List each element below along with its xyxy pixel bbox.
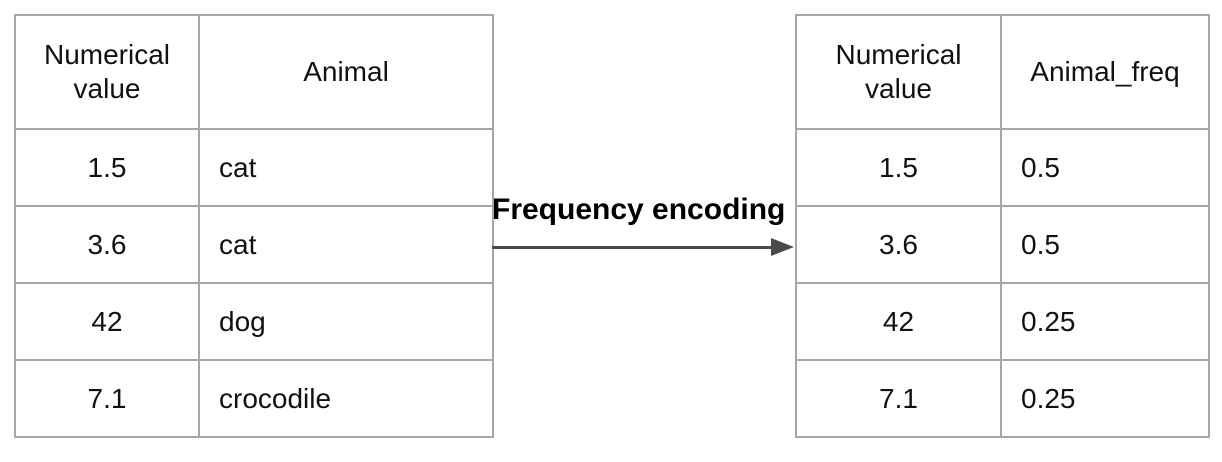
cell-animal: dog [198,282,494,361]
cell-animal-freq: 0.25 [1000,359,1210,438]
arrow-right-icon [771,238,794,256]
table-row: 42 dog [14,282,494,361]
output-header-animal-freq: Animal_freq [1000,14,1210,130]
output-table-header-row: Numerical value Animal_freq [795,14,1210,130]
arrow-label: Frequency encoding [492,193,786,226]
cell-numerical-value: 7.1 [14,359,200,438]
cell-animal-freq: 0.25 [1000,282,1210,361]
input-table: Numerical value Animal 1.5 cat 3.6 cat 4… [14,14,494,438]
table-row: 7.1 crocodile [14,359,494,438]
table-row: 1.5 cat [14,128,494,207]
output-header-numerical-value: Numerical value [795,14,1002,130]
cell-animal-freq: 0.5 [1000,128,1210,207]
cell-animal-freq: 0.5 [1000,205,1210,284]
cell-numerical-value: 42 [795,282,1002,361]
cell-animal: cat [198,128,494,207]
table-row: 1.5 0.5 [795,128,1210,207]
arrow-line [492,246,773,249]
table-row: 7.1 0.25 [795,359,1210,438]
cell-numerical-value: 7.1 [795,359,1002,438]
cell-animal: crocodile [198,359,494,438]
table-row: 3.6 cat [14,205,494,284]
output-table: Numerical value Animal_freq 1.5 0.5 3.6 … [795,14,1210,438]
cell-numerical-value: 3.6 [14,205,200,284]
input-table-header-row: Numerical value Animal [14,14,494,130]
table-row: 42 0.25 [795,282,1210,361]
cell-numerical-value: 1.5 [795,128,1002,207]
cell-numerical-value: 3.6 [795,205,1002,284]
cell-numerical-value: 1.5 [14,128,200,207]
cell-animal: cat [198,205,494,284]
cell-numerical-value: 42 [14,282,200,361]
input-header-numerical-value: Numerical value [14,14,200,130]
input-header-animal: Animal [198,14,494,130]
table-row: 3.6 0.5 [795,205,1210,284]
